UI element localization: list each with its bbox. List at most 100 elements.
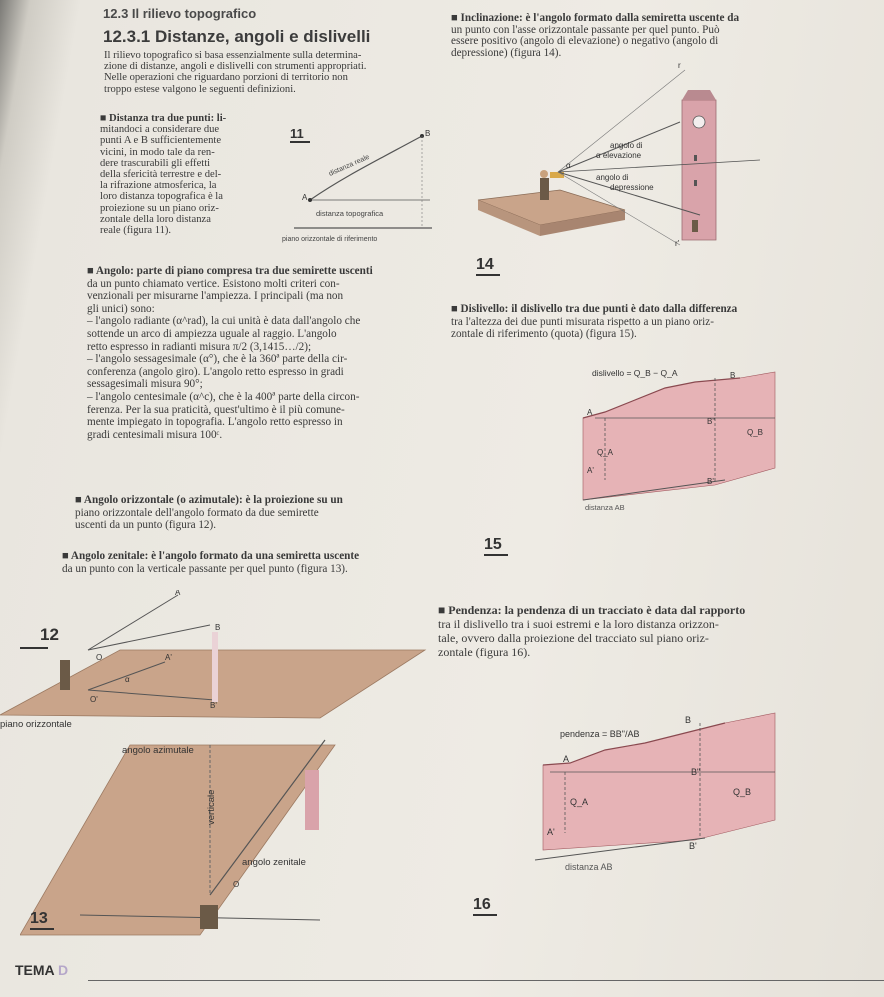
surveyor — [60, 660, 70, 690]
real-distance-curve — [309, 135, 423, 201]
label-a-prime: A' — [165, 653, 172, 662]
tower — [305, 770, 319, 830]
stake-b — [212, 632, 218, 702]
label-b-double-prime: B" — [707, 417, 715, 426]
footer-tema-label: TEMA — [15, 962, 55, 978]
label-o-prime: O' — [90, 695, 98, 704]
figure-13-number: 13 — [30, 910, 54, 930]
figure-16-number: 16 — [473, 896, 497, 916]
figure-15-number: 15 — [484, 536, 508, 556]
label-title: dislivello = Q_B − Q_A — [592, 368, 678, 378]
text-line: troppo estese valgono le seguenti defini… — [104, 83, 296, 95]
label-a: A — [563, 754, 569, 764]
terrain-profile — [582, 377, 741, 419]
text-line: vicini, in modo tale da ren- — [100, 146, 215, 158]
label-b-prime: B' — [210, 701, 217, 710]
text-line: ■ Dislivello: il dislivello tra due punt… — [451, 303, 738, 315]
label-a-prime: A' — [587, 466, 594, 475]
text-line: tale, ovvero dalla proiezione del tracci… — [438, 631, 709, 645]
label-depression-2: depressione — [610, 183, 654, 192]
ray-ob-prime — [87, 661, 166, 691]
point-a — [308, 198, 312, 202]
label-real-distance: distanza reale — [328, 154, 371, 178]
text-line: retto espresso in radianti misura π/2 (3… — [87, 340, 312, 353]
label-b-prime: B' — [689, 841, 697, 851]
text-line: loro distanza topografica è la — [100, 191, 223, 203]
figure-14-number: 14 — [476, 256, 500, 276]
ground-block-side — [540, 210, 625, 236]
label-b: B — [215, 623, 220, 632]
text-line: gli unici) sono: — [87, 302, 155, 315]
surveyor — [200, 905, 218, 929]
window — [694, 155, 697, 161]
text-line: la rifrazione atmosferica, la — [100, 180, 217, 192]
text-line: – l'angolo radiante (α^rad), la cui unit… — [87, 315, 361, 328]
figure-14: angolo di α elevazione angolo di depress… — [477, 61, 760, 248]
label-zenith-angle: angolo zenitale — [242, 857, 306, 868]
label-o: O — [96, 653, 102, 662]
label-o: O — [233, 880, 239, 889]
footer-tema-letter: D — [58, 962, 69, 978]
label-b: B — [425, 129, 430, 138]
figure-12: 12 piano orizzontale A B O A' B' O' α — [0, 590, 427, 730]
label-elevation-2: α elevazione — [596, 151, 642, 160]
horizontal-axis — [557, 159, 760, 173]
horizontal-plane — [20, 744, 336, 936]
text-line: ■ Pendenza: la pendenza di un tracciato … — [438, 603, 746, 617]
clock-icon — [692, 115, 706, 129]
reference-plane — [534, 837, 706, 861]
label-vertical: verticale — [206, 790, 217, 825]
text-line: uscenti da un punto (figura 12). — [75, 519, 217, 532]
text-line: tra l'altezza dei due punti misurata ris… — [451, 315, 714, 328]
text-line: zione di distanze, angoli e dislivelli c… — [104, 61, 367, 73]
text-line: dere trascurabili gli effetti — [100, 157, 211, 169]
ground-block-front — [478, 200, 540, 236]
label-qa: Q_A — [597, 448, 614, 457]
text-line: ■ Angolo zenitale: è l'angolo formato da… — [62, 550, 360, 562]
surveyor — [540, 178, 549, 200]
figure-16: pendenza = BB"/AB B A A' B' B" Q_A Q_B d… — [534, 712, 776, 872]
figure-11: A B distanza reale distanza topografica … — [282, 129, 432, 243]
text-line: zontale di riferimento (quota) (figura 1… — [451, 328, 637, 341]
depression-ray — [557, 171, 701, 216]
text-line: gradi centesimali misura 100ᶜ. — [87, 428, 223, 441]
text-line: da un punto con la verticale passante pe… — [62, 562, 348, 575]
label-a: A — [587, 408, 593, 417]
label-a: A — [302, 193, 308, 202]
text-line: piano orizzontale dell'angolo formato da… — [75, 506, 319, 519]
text-line: sottende un arco di ampiezza uguale al r… — [87, 327, 337, 340]
text-line: ferenza. Per la sua praticità, quest'ult… — [87, 403, 345, 416]
ray-r-prime — [557, 171, 681, 246]
text-line: ■ Angolo: parte di piano compresa tra du… — [87, 265, 373, 277]
text-line: reale (figura 11). — [100, 225, 172, 237]
text-line: ■ Inclinazione: è l'angolo formato dalla… — [451, 12, 740, 24]
label-reference-plane: piano orizzontale di riferimento — [282, 236, 377, 243]
label-distance: distanza AB — [565, 862, 613, 872]
distanza-paragraph: ■ Distanza tra due punti: li- mitandoci … — [100, 113, 280, 236]
label-a: A — [175, 590, 181, 597]
text-line: un punto con l'asse orizzontale passante… — [451, 23, 720, 36]
text-line: ■ Angolo orizzontale (o azimutale): è la… — [75, 494, 343, 506]
door — [692, 220, 698, 232]
text-line: ■ Distanza tra due punti: li- — [100, 113, 227, 124]
angolo-paragraph: ■ Angolo: parte di piano compresa tra du… — [87, 265, 442, 441]
label-horizontal-plane: piano orizzontale — [0, 719, 72, 730]
text-line: mitandoci a considerare due — [100, 124, 220, 136]
inclinazione-paragraph: ■ Inclinazione: è l'angolo formato dalla… — [451, 12, 861, 59]
text-line: della sfericità terrestre e del- — [100, 169, 222, 181]
footer-tema: TEMA D — [15, 962, 68, 978]
pendenza-paragraph: ■ Pendenza: la pendenza di un tracciato … — [438, 603, 884, 659]
zenitale-paragraph: ■ Angolo zenitale: è l'angolo formato da… — [62, 550, 442, 575]
ray-oa-prime — [87, 689, 216, 701]
label-azimuthal-angle: angolo azimutale — [122, 745, 194, 756]
figure-15: dislivello = Q_B − Q_A B A A' B' B" Q_A … — [582, 368, 776, 512]
label-elevation-1: angolo di — [610, 141, 643, 150]
figure-13: angolo azimutale verticale angolo zenita… — [20, 739, 336, 936]
label-topo-distance: distanza topografica — [316, 209, 384, 218]
text-line: mente impiegato in topografia. L'angolo … — [87, 416, 343, 429]
label-b-prime: B' — [707, 477, 714, 486]
text-line: zontale (figura 16). — [438, 645, 531, 659]
instrument — [550, 172, 564, 178]
text-line: tra il dislivello tra i suoi estremi e l… — [438, 617, 719, 631]
